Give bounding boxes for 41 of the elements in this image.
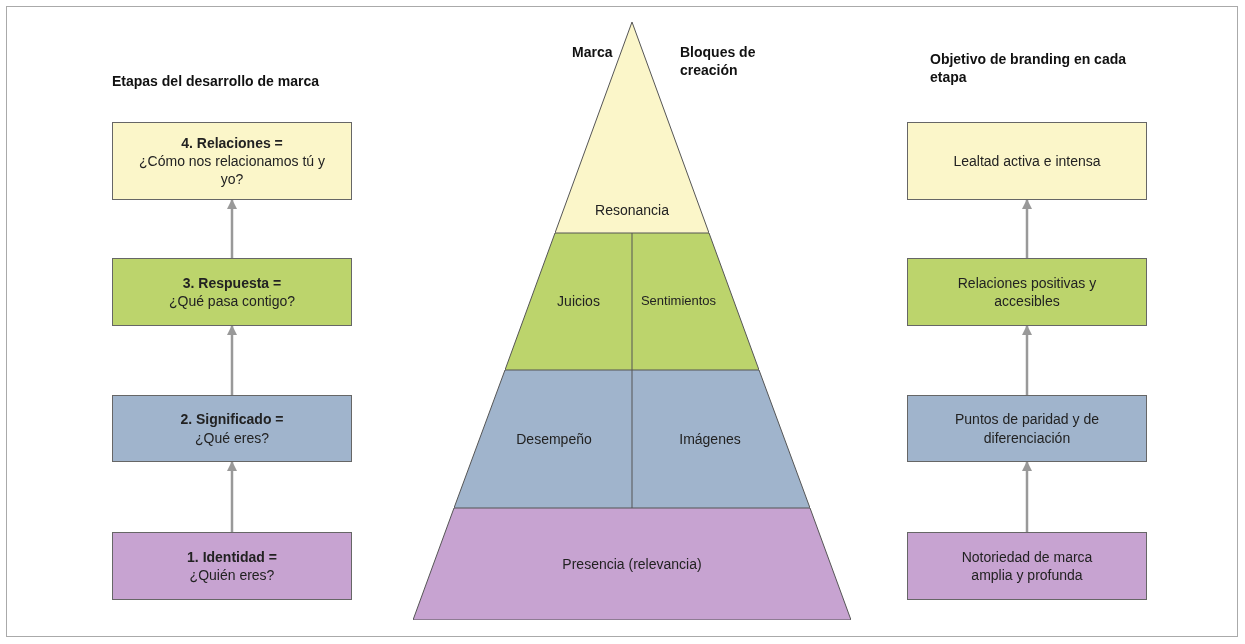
- arrow: [1022, 461, 1032, 532]
- goal-text: Puntos de paridad y de diferenciación: [954, 410, 1100, 447]
- segment-label: Presencia (relevancia): [562, 554, 702, 574]
- arrow: [227, 199, 237, 258]
- goal-text: Lealtad activa e intensa: [953, 151, 1101, 171]
- arrow: [227, 461, 237, 532]
- stage-heading: 3. Respuesta =: [182, 273, 282, 292]
- arrow: [1022, 325, 1032, 395]
- arrow: [1022, 199, 1032, 258]
- column-heading: Etapas del desarrollo de marca: [112, 72, 319, 91]
- goal-text: Relaciones positivas y accesibles: [956, 273, 1098, 311]
- stage-question: ¿Quién eres?: [189, 566, 275, 585]
- goal-text: Notoriedad de marca amplia y profunda: [960, 547, 1094, 585]
- segment-label: Juicios: [557, 292, 600, 311]
- stage-box: [112, 395, 352, 462]
- arrow: [227, 325, 237, 395]
- column-heading: Bloques de creación: [680, 43, 757, 80]
- segment-label: Imágenes: [679, 429, 741, 449]
- stage-box: [907, 122, 1147, 200]
- stage-box: [907, 258, 1147, 326]
- pyramid-segment: [505, 233, 632, 370]
- stage-heading: 1. Identidad =: [187, 547, 277, 566]
- stage-question: ¿Cómo nos relacionamos tú y yo?: [138, 151, 326, 189]
- stage-question: ¿Qué pasa contigo?: [168, 292, 296, 311]
- column-heading: Marca: [572, 43, 613, 62]
- pyramid-segment: [413, 508, 851, 620]
- column-heading: Objetivo de branding en cada etapa: [930, 50, 1128, 87]
- stage-box: [907, 532, 1147, 600]
- stage-box: [112, 122, 352, 200]
- segment-label: Resonancia: [595, 200, 669, 219]
- pyramid-segment: [454, 370, 632, 508]
- stage-box: [112, 258, 352, 326]
- segment-label: Sentimientos: [640, 293, 717, 310]
- pyramid-segment: [632, 370, 810, 508]
- stage-question: ¿Qué eres?: [195, 428, 269, 447]
- stage-box: [112, 532, 352, 600]
- segment-label: Desempeño: [516, 429, 592, 449]
- stage-heading: 2. Significado =: [180, 410, 284, 429]
- stage-heading: 4. Relaciones =: [181, 133, 283, 152]
- pyramid-segment: [632, 233, 759, 370]
- stage-box: [907, 395, 1147, 462]
